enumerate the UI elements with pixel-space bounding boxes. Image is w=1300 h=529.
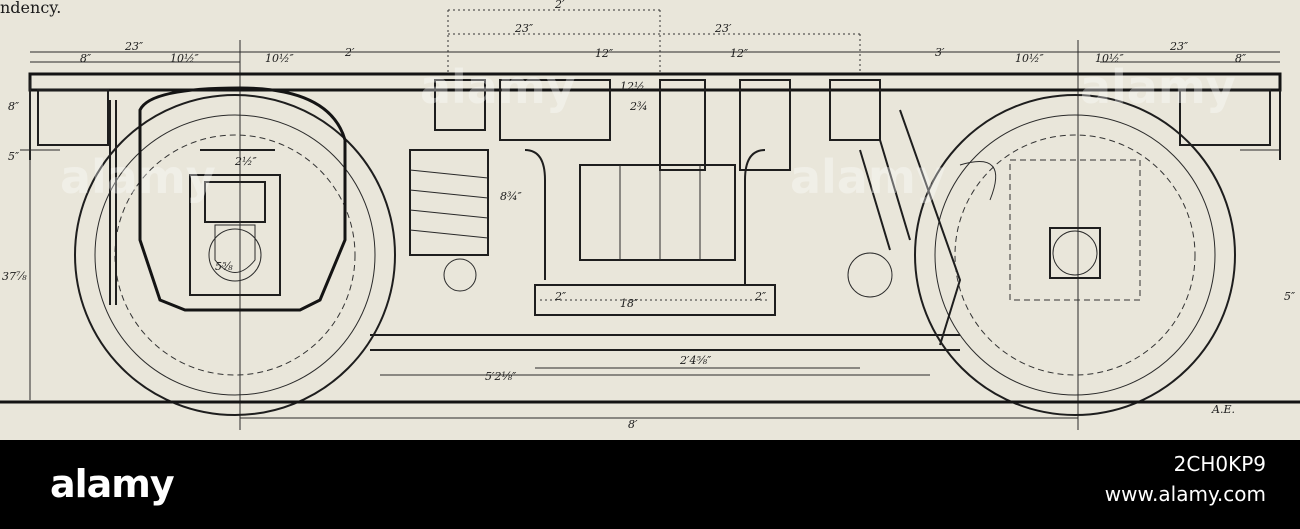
- dim-half-b: 5⅝: [215, 260, 233, 273]
- dim-right-10b: 10½″: [1095, 52, 1125, 65]
- dim-plate-2: 2¾: [629, 100, 648, 113]
- dim-top-23a: 23″: [514, 22, 534, 35]
- dim-eight-ft: 8′: [628, 418, 638, 431]
- dim-left-23: 23″: [124, 40, 144, 53]
- dim-right-3ft: 3′: [935, 46, 945, 59]
- image-id: 2CH0KP9: [1173, 452, 1266, 476]
- dim-left-vert-8: 8″: [8, 100, 20, 113]
- site-url[interactable]: www.alamy.com: [1104, 482, 1266, 506]
- technical-drawing: ndency.: [0, 0, 1300, 440]
- image-code-block: 2CH0KP9 www.alamy.com: [1105, 452, 1266, 506]
- dim-right-8: 8″: [1235, 52, 1247, 65]
- dim-half-a: 2½″: [234, 155, 258, 168]
- truck-drawing-svg: 2′ 23″ 23′ 23″ 8″ 10½″ 10½″ 2′ 12″ 12″ 3…: [0, 0, 1300, 431]
- dim-five-2: 5′2⅛″: [485, 370, 517, 383]
- dim-left-2ft: 2′: [344, 46, 355, 59]
- dim-left-10b: 10½″: [265, 52, 295, 65]
- dim-axle: 18″: [620, 297, 639, 310]
- header-text: ndency.: [0, 0, 62, 17]
- dim-center-12b: 12″: [730, 47, 749, 60]
- dim-right-10a: 10½″: [1015, 52, 1045, 65]
- dim-left-8: 8″: [80, 52, 92, 65]
- dim-top-23b: 23′: [714, 22, 732, 35]
- dim-plate-12: 12½: [620, 80, 645, 93]
- dim-center-12a: 12″: [595, 47, 614, 60]
- dim-left-10a: 10½″: [170, 52, 200, 65]
- brand-logo[interactable]: alamy: [50, 462, 175, 506]
- dim-right-vert-5: 5″: [1284, 290, 1296, 303]
- dim-right-23: 23″: [1169, 40, 1189, 53]
- dim-two-4: 2′4⅝″: [679, 354, 712, 367]
- dim-left-vert-37: 37⅞: [2, 270, 27, 283]
- dim-two-a: 2″: [554, 290, 567, 303]
- dim-two-b: 2″: [754, 290, 767, 303]
- dim-top-2ft: 2′: [554, 0, 565, 11]
- dim-left-vert-5: 5″: [8, 150, 20, 163]
- dim-spring: 8¾″: [500, 190, 523, 203]
- footer-bar: [0, 440, 1300, 529]
- initials: A.E.: [1211, 403, 1235, 416]
